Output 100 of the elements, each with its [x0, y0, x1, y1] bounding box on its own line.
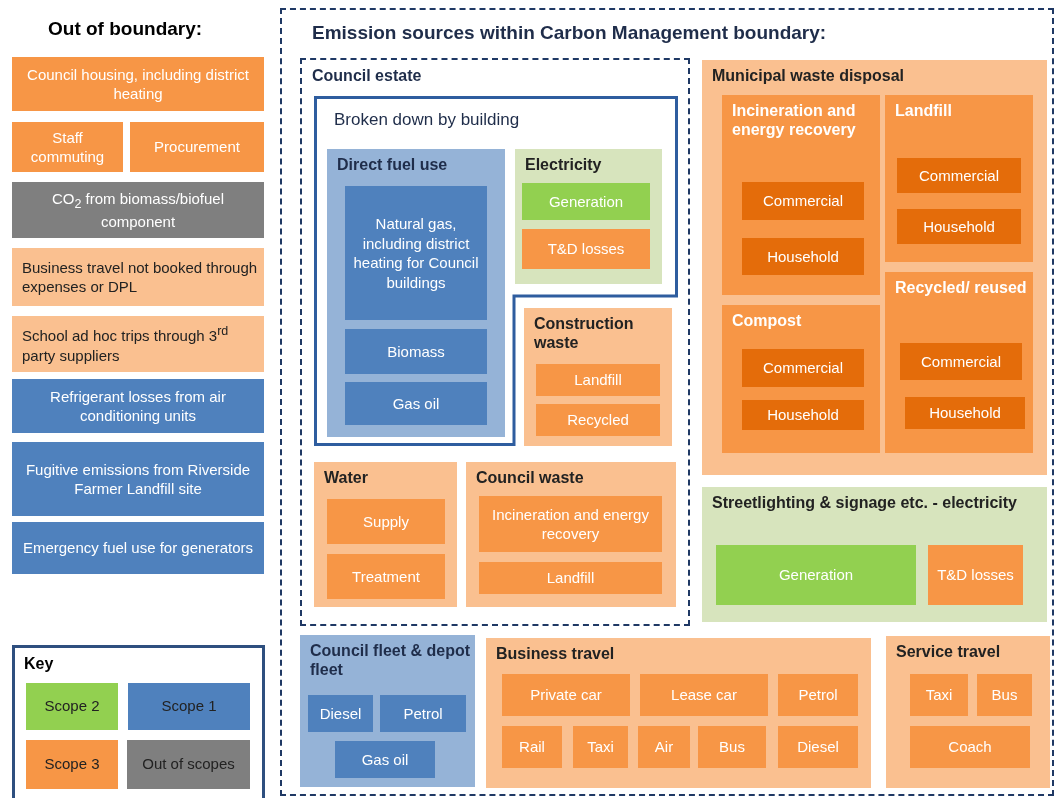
dashed-group-frame	[280, 8, 1054, 796]
source-box	[638, 726, 690, 768]
source-label: Household	[923, 216, 995, 237]
group-heading: Compost	[732, 311, 802, 331]
source-label: Business travel not booked through expenses or DPL	[22, 257, 259, 297]
category-panel	[885, 95, 1033, 262]
source-label: Commercial	[921, 351, 1001, 372]
source-box	[742, 349, 864, 387]
source-box	[900, 343, 1022, 380]
source-box	[12, 316, 264, 372]
group-heading: Streetlighting & signage etc. - electricity	[712, 493, 1017, 513]
group-heading: Service travel	[896, 642, 1001, 662]
source-label: Natural gas, including district heating for Council buildings	[352, 214, 480, 292]
source-box	[479, 496, 662, 552]
category-panel	[466, 462, 676, 607]
source-box	[12, 379, 264, 433]
source-box	[910, 726, 1030, 768]
source-label: Rail	[519, 737, 545, 757]
group-heading: Municipal waste disposal	[712, 66, 905, 86]
group-heading: Broken down by building	[334, 110, 520, 131]
source-label: Incineration and energy recovery	[491, 504, 650, 544]
source-box	[522, 183, 650, 220]
source-box	[345, 329, 487, 374]
source-box	[536, 404, 660, 436]
source-box	[380, 695, 466, 732]
source-label: Household	[929, 403, 1001, 423]
source-label: T&D losses	[547, 239, 625, 259]
category-panel	[722, 305, 880, 453]
legend-swatch: Scope 3	[26, 740, 118, 789]
source-label: Supply	[363, 511, 409, 532]
source-label: Air	[654, 737, 674, 757]
source-box	[742, 182, 864, 220]
source-box	[716, 545, 916, 605]
group-heading: Business travel	[496, 644, 615, 664]
source-label: Gas oil	[361, 749, 409, 770]
source-box	[778, 674, 858, 716]
source-box	[977, 674, 1032, 716]
group-heading: Recycled/ reused	[895, 278, 1027, 298]
source-box	[502, 726, 562, 768]
source-label: Council housing, including district heating	[26, 64, 250, 104]
source-label: Treatment	[352, 566, 420, 587]
source-box	[335, 741, 435, 778]
key-heading: Key	[24, 655, 54, 673]
source-box	[742, 238, 864, 275]
source-box	[928, 545, 1023, 605]
category-panel	[524, 308, 672, 446]
category-panel	[702, 60, 1047, 475]
source-box	[536, 364, 660, 396]
source-label: Petrol	[798, 685, 838, 705]
category-panel	[486, 638, 871, 788]
group-heading: Council waste	[476, 468, 584, 488]
source-label: Diesel	[797, 737, 839, 757]
source-label: Commercial	[763, 358, 843, 378]
source-box	[12, 442, 264, 516]
source-label: Private car	[530, 685, 602, 705]
source-label: Petrol	[403, 703, 443, 724]
source-label: Coach	[948, 737, 992, 757]
source-box	[12, 522, 264, 574]
group-heading: Direct fuel use	[337, 155, 448, 175]
source-box	[130, 122, 264, 172]
source-label: Refrigerant losses from air conditioning units	[49, 386, 227, 426]
source-label: Bus	[719, 737, 745, 757]
source-label: Recycled	[567, 410, 629, 430]
source-label: Taxi	[925, 685, 953, 705]
source-label: Household	[767, 405, 839, 425]
source-box	[12, 182, 264, 238]
source-box	[345, 382, 487, 425]
category-panel	[722, 95, 880, 295]
source-box	[308, 695, 373, 732]
source-box	[698, 726, 766, 768]
source-box	[897, 158, 1021, 193]
source-box	[12, 57, 264, 111]
source-box	[327, 554, 445, 599]
source-label: Procurement	[154, 137, 240, 157]
source-label: Diesel	[319, 703, 362, 724]
column-heading: Out of boundary:	[48, 18, 203, 40]
group-heading: Landfill	[895, 101, 952, 121]
group-heading: Electricity	[525, 155, 602, 175]
category-panel	[515, 149, 662, 284]
source-label: Commercial	[763, 191, 843, 211]
group-heading: Incineration and energy recovery	[732, 101, 857, 140]
dashed-group-frame	[300, 58, 690, 626]
source-box	[479, 562, 662, 594]
group-heading: Council fleet & depot fleet	[310, 641, 471, 680]
source-box	[897, 209, 1021, 244]
legend-swatch: Scope 1	[128, 683, 250, 730]
source-box	[345, 186, 487, 320]
source-label: Lease car	[671, 685, 737, 705]
category-panel	[885, 272, 1033, 453]
source-box	[327, 499, 445, 544]
source-label: Gas oil	[392, 393, 440, 414]
source-label: Biomass	[387, 341, 445, 362]
group-heading: Water	[324, 468, 368, 488]
source-label: CO$_{2}$ from biomass/biofuel component	[51, 188, 225, 232]
category-panel	[327, 149, 505, 437]
legend-swatch: Scope 2	[26, 683, 118, 730]
category-panel	[886, 636, 1050, 788]
source-box	[502, 674, 630, 716]
source-box	[742, 400, 864, 430]
category-panel	[702, 487, 1047, 622]
